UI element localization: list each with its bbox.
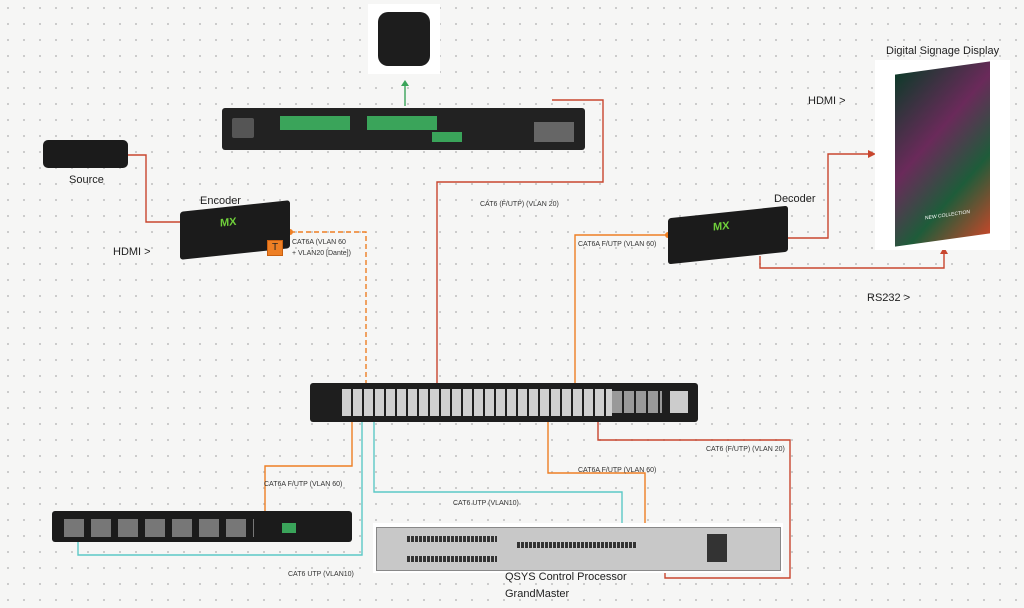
source-label: Source	[69, 174, 104, 186]
encoder-brand: MX	[220, 215, 237, 230]
io-terminals	[432, 132, 462, 142]
qsys-label-1: QSYS Control Processor	[505, 571, 627, 583]
sfp-ports	[612, 391, 662, 413]
encoder-cable-label-2: + VLAN20 [Dante])	[292, 250, 351, 257]
text-tool-badge[interactable]: T	[267, 240, 283, 256]
qsys-chassis	[376, 527, 781, 571]
amp-cable-label: CAT6 (F/UTP) (VLAN 20)	[480, 201, 559, 208]
source-apple-tv[interactable]	[43, 140, 128, 168]
hdmi-display-label: HDMI >	[808, 95, 846, 107]
qsys-vlan60-label: CAT6A F/UTP (VLAN 60)	[578, 467, 657, 474]
encoder-label: Encoder	[200, 195, 241, 207]
amp-to-switch-cable	[436, 99, 604, 396]
switch-to-qsys-vlan10	[373, 410, 623, 540]
digital-signage-display[interactable]: NEW COLLECTION	[875, 60, 1010, 250]
display-title: Digital Signage Display	[886, 45, 1000, 57]
switch-to-qsys-vlan20	[597, 405, 791, 579]
monitor-ports	[64, 519, 254, 537]
qsys-core[interactable]	[373, 523, 783, 573]
speaker-terminals	[367, 116, 437, 130]
speaker-terminals	[280, 116, 350, 130]
rs232-terminal	[282, 523, 296, 533]
encoder-cable-label-1: CAT6A (VLAN 60	[292, 239, 346, 246]
pcie-slot	[407, 556, 497, 562]
switch-to-qsys-vlan60	[547, 410, 646, 538]
encoder-to-switch-cable	[290, 231, 367, 398]
switch-ports	[342, 389, 612, 416]
speaker-body	[378, 12, 430, 66]
hdmi-source-to-encoder	[128, 154, 182, 223]
decoder-to-display-rs232	[759, 252, 945, 269]
rs232-label: RS232 >	[867, 292, 911, 304]
network-ports	[534, 122, 574, 142]
network-switch[interactable]	[310, 383, 698, 422]
decoder-cable-label: CAT6A F/UTP (VLAN 60)	[578, 241, 657, 248]
pcie-slot	[407, 536, 497, 542]
power-inlet	[232, 118, 254, 138]
decoder-to-switch-cable	[574, 234, 668, 396]
qsys-vlan10-label: CAT6 UTP (VLAN10)	[453, 500, 519, 507]
amplifier[interactable]	[222, 108, 585, 150]
decoder-brand: MX	[713, 219, 730, 234]
qsys-label-2: GrandMaster	[505, 588, 570, 600]
switch-to-monitor-cable	[264, 410, 353, 525]
qsys-vlan20-label: CAT6 (F/UTP) (VLAN 20)	[706, 446, 785, 453]
hdmi-source-label: HDMI >	[113, 246, 151, 258]
pcie-slot	[517, 542, 637, 548]
decoder-label: Decoder	[774, 193, 816, 205]
psu	[707, 534, 727, 562]
power-inlet	[670, 391, 688, 413]
display-screen: NEW COLLECTION	[895, 61, 990, 247]
monitor-cable-label: CAT6A F/UTP (VLAN 60)	[264, 481, 343, 488]
speaker[interactable]	[368, 4, 440, 74]
monitor-vlan10-label: CAT6 UTP (VLAN10)	[288, 571, 354, 578]
decoder-to-display-hdmi	[788, 153, 872, 239]
device-monitor[interactable]	[52, 511, 352, 542]
display-screen-text: NEW COLLECTION	[925, 209, 971, 222]
